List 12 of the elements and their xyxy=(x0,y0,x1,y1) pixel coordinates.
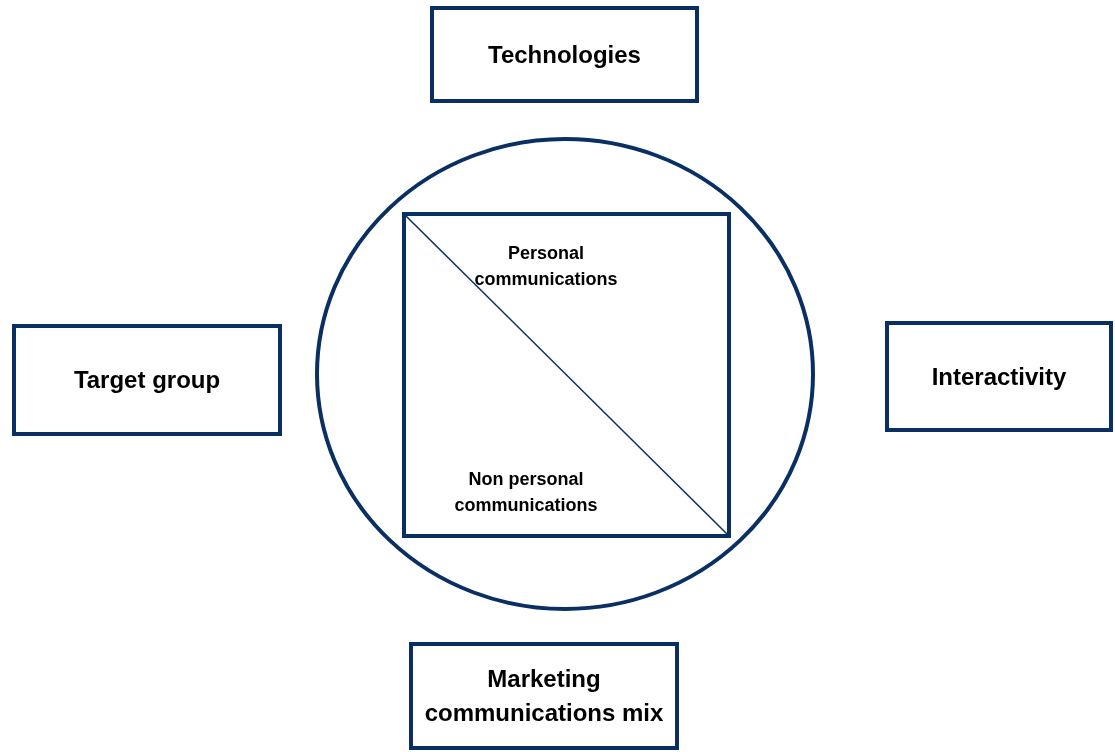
box-label: Target group xyxy=(72,365,222,395)
box-label: Marketing communications mix xyxy=(423,664,665,728)
label-box xyxy=(409,642,679,750)
label-box xyxy=(885,321,1113,432)
box-label: Technologies xyxy=(487,39,642,70)
box-label: Interactivity xyxy=(930,361,1068,392)
split-square xyxy=(402,212,731,538)
label-box xyxy=(430,6,699,103)
circle xyxy=(315,137,815,611)
quadrant-label: Personal communications xyxy=(473,242,619,291)
label-box xyxy=(12,324,282,436)
quadrant-label: Non personal communications xyxy=(453,468,599,517)
